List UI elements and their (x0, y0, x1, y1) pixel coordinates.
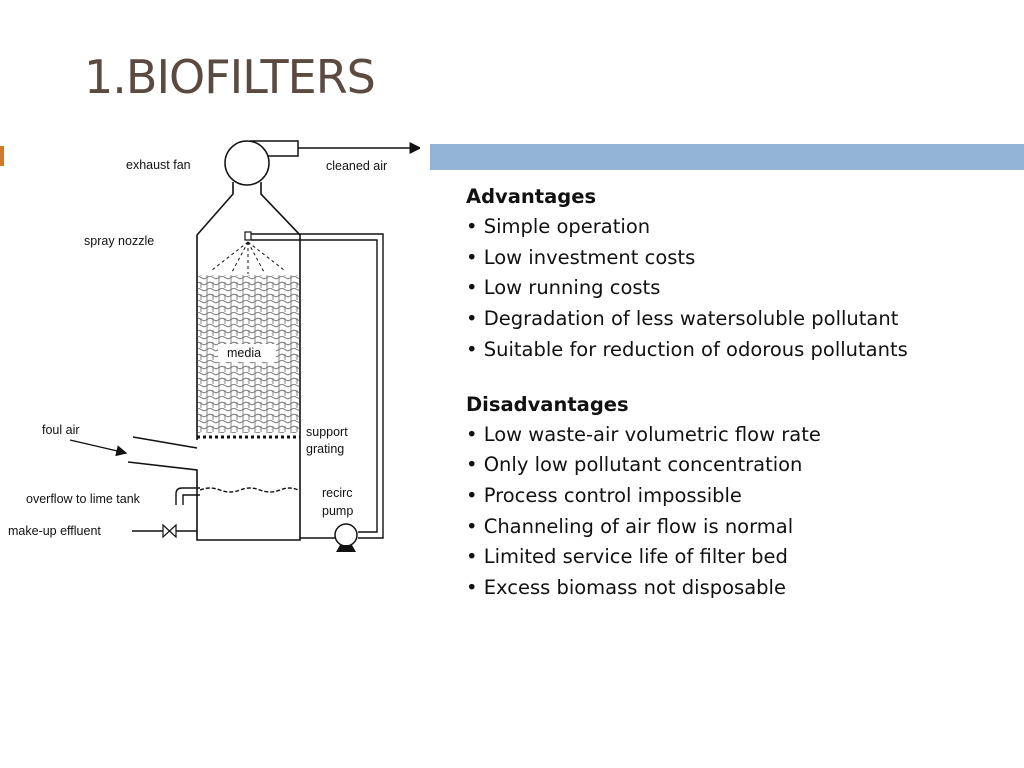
label-spray-nozzle: spray nozzle (84, 234, 154, 248)
biofilter-diagram: exhaust fan cleaned air spray nozzle med… (8, 140, 420, 552)
slide-title: 1.BIOFILTERS (84, 50, 376, 104)
recirc-pump (300, 523, 358, 552)
list-item: Process control impossible (466, 481, 1006, 512)
list-item: Low waste-air volumetric flow rate (466, 420, 1006, 451)
accent-bar (430, 144, 1024, 170)
list-item: Low investment costs (466, 243, 1006, 274)
disadvantages-heading: Disadvantages (466, 392, 629, 416)
biofilter-tower (196, 182, 301, 440)
list-item: Only low pollutant concentration (466, 450, 1006, 481)
valve-icon (162, 523, 177, 539)
label-support: support (306, 425, 348, 439)
text-panel: Advantages Simple operation Low investme… (466, 182, 1006, 604)
advantages-list: Simple operation Low investment costs Lo… (466, 212, 1006, 366)
list-item: Suitable for reduction of odorous pollut… (466, 335, 1006, 366)
label-grating: grating (306, 442, 344, 456)
label-makeup-effluent: make-up effluent (8, 524, 101, 538)
list-item: Excess biomass not disposable (466, 573, 1006, 604)
label-overflow: overflow to lime tank (26, 492, 141, 506)
exhaust-fan (224, 140, 299, 186)
disadvantages-list: Low waste-air volumetric flow rate Only … (466, 420, 1006, 604)
list-item: Degradation of less watersoluble polluta… (466, 304, 1006, 335)
label-pump: pump (322, 504, 353, 518)
title-accent-mark (0, 146, 4, 166)
list-item: Channeling of air flow is normal (466, 512, 1006, 543)
foul-air-inlet (127, 436, 198, 480)
overflow-pipe (175, 487, 200, 505)
liquid-level (199, 487, 299, 493)
list-item: Limited service life of filter bed (466, 542, 1006, 573)
foul-air-arrow (69, 439, 128, 457)
label-exhaust-fan: exhaust fan (126, 158, 191, 172)
advantages-heading: Advantages (466, 185, 597, 208)
recirculation-pipe (251, 233, 384, 539)
label-cleaned-air: cleaned air (326, 159, 387, 173)
label-media: media (227, 346, 261, 360)
list-item: Simple operation (466, 212, 1006, 243)
list-item: Low running costs (466, 273, 1006, 304)
sump-tank (196, 440, 301, 541)
label-foul-air: foul air (42, 423, 80, 437)
label-recirc: recirc (322, 486, 353, 500)
spray-nozzle (211, 231, 285, 274)
